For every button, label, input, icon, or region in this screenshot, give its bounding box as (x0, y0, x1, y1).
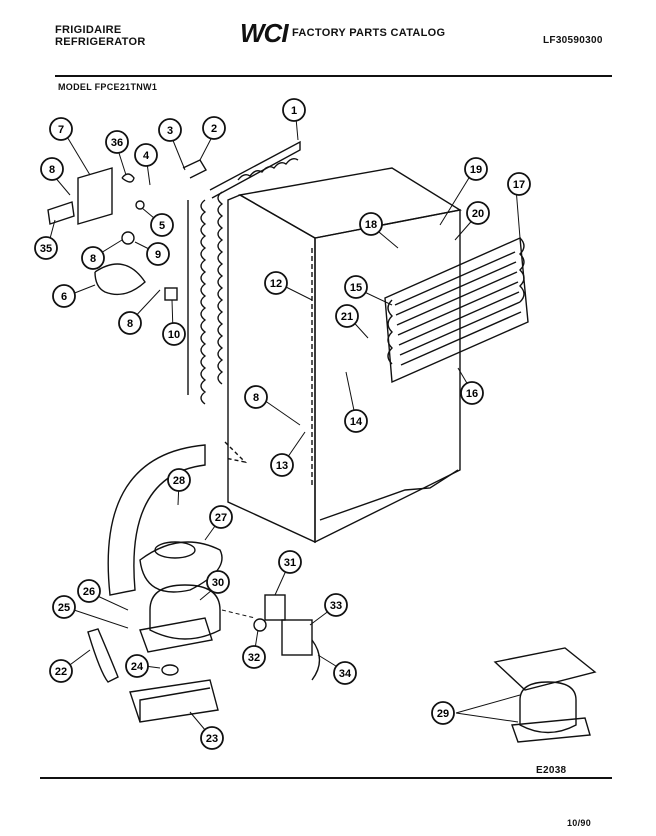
callout-8b: 8 (81, 246, 105, 270)
callout-5: 5 (150, 213, 174, 237)
svg-text:24: 24 (131, 661, 144, 673)
callout-32: 32 (242, 645, 266, 669)
model-number: MODEL FPCE21TNW1 (58, 82, 158, 92)
svg-text:13: 13 (276, 460, 288, 472)
refrigerator-cabinet (227, 167, 462, 544)
callout-8d: 8 (244, 385, 268, 409)
svg-text:35: 35 (40, 243, 52, 255)
product-type: REFRIGERATOR (55, 36, 146, 48)
callout-33: 33 (324, 593, 348, 617)
callout-28: 28 (167, 468, 191, 492)
callout-30: 30 (206, 570, 230, 594)
relay-cover-bracket (47, 159, 207, 301)
alternate-compressor (493, 647, 597, 743)
svg-text:33: 33 (330, 600, 342, 612)
callout-26: 26 (77, 579, 101, 603)
svg-text:3: 3 (167, 125, 173, 137)
callout-4: 4 (134, 143, 158, 167)
svg-text:21: 21 (341, 311, 353, 323)
svg-text:32: 32 (248, 652, 260, 664)
diagram-code: E2038 (536, 765, 567, 776)
relay-overload (221, 594, 321, 681)
svg-text:25: 25 (58, 602, 70, 614)
svg-text:9: 9 (155, 249, 161, 261)
callout-10: 10 (162, 322, 186, 346)
svg-text:8: 8 (49, 164, 55, 176)
brand-name: FRIGIDAIRE (55, 24, 122, 36)
svg-text:10: 10 (168, 329, 180, 341)
callout-14: 14 (344, 409, 368, 433)
svg-text:29: 29 (437, 708, 449, 720)
svg-text:15: 15 (350, 282, 362, 294)
direction-arrow (107, 441, 248, 596)
svg-text:18: 18 (365, 219, 377, 231)
svg-text:8: 8 (127, 318, 133, 330)
callout-19: 19 (464, 157, 488, 181)
callout-2: 2 (202, 116, 226, 140)
callout-21: 21 (335, 304, 359, 328)
svg-text:17: 17 (513, 179, 525, 191)
callout-35: 35 (34, 236, 58, 260)
callout-15: 15 (344, 275, 368, 299)
svg-text:8: 8 (90, 253, 96, 265)
callout-9: 9 (146, 242, 170, 266)
svg-text:6: 6 (61, 291, 67, 303)
compressor-assembly (87, 541, 223, 723)
evaporator (384, 236, 529, 384)
catalog-title: FACTORY PARTS CATALOG (292, 27, 446, 39)
svg-text:2: 2 (211, 123, 217, 135)
svg-text:27: 27 (215, 512, 227, 524)
svg-text:14: 14 (350, 416, 363, 428)
svg-text:19: 19 (470, 164, 482, 176)
svg-text:7: 7 (58, 124, 64, 136)
svg-text:1: 1 (291, 105, 297, 117)
document-number: LF30590300 (543, 35, 603, 46)
callout-17: 17 (507, 172, 531, 196)
svg-text:16: 16 (466, 388, 478, 400)
callout-8c: 8 (118, 311, 142, 335)
wci-logo: WCI (240, 18, 289, 48)
callout-3: 3 (158, 118, 182, 142)
callout-25: 25 (52, 595, 76, 619)
callout-7: 7 (49, 117, 73, 141)
callout-29: 29 (431, 701, 455, 725)
callout-12: 12 (264, 271, 288, 295)
callout-1: 1 (282, 98, 306, 122)
svg-text:20: 20 (472, 208, 484, 220)
svg-text:36: 36 (111, 137, 123, 149)
revision-date: 10/90 (567, 818, 592, 828)
callout-8a: 8 (40, 157, 64, 181)
callout-31: 31 (278, 550, 302, 574)
svg-text:22: 22 (55, 666, 67, 678)
svg-text:12: 12 (270, 278, 282, 290)
callout-6: 6 (52, 284, 76, 308)
callout-20: 20 (466, 201, 490, 225)
svg-text:23: 23 (206, 733, 218, 745)
svg-text:5: 5 (159, 220, 165, 232)
svg-text:4: 4 (143, 150, 150, 162)
svg-text:34: 34 (339, 668, 352, 680)
svg-text:26: 26 (83, 586, 95, 598)
svg-text:28: 28 (173, 475, 185, 487)
svg-text:30: 30 (212, 577, 224, 589)
callout-34: 34 (333, 661, 357, 685)
callout-16: 16 (460, 381, 484, 405)
callout-18: 18 (359, 212, 383, 236)
svg-text:31: 31 (284, 557, 296, 569)
svg-text:8: 8 (253, 392, 259, 404)
callout-23: 23 (200, 726, 224, 750)
callout-13: 13 (270, 453, 294, 477)
callout-36: 36 (105, 130, 129, 154)
condenser-coil (187, 140, 301, 405)
callout-24: 24 (125, 654, 149, 678)
callout-27: 27 (209, 505, 233, 529)
callout-22: 22 (49, 659, 73, 683)
